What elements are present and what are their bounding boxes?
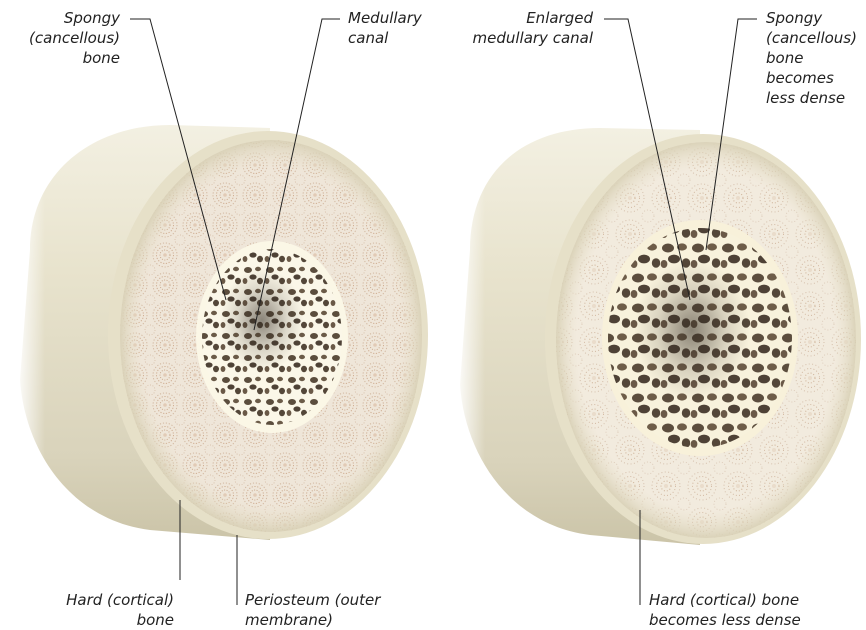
label-enlarged-medullary-canal: Enlarged medullary canal	[472, 8, 593, 48]
normal-medullary-canal	[220, 268, 304, 372]
label-periosteum: Periosteum (outer membrane)	[245, 590, 380, 630]
label-spongy-bone: Spongy (cancellous) bone	[29, 8, 120, 68]
label-hard-cortical-bone: Hard (cortical) bone	[66, 590, 174, 630]
osteoporotic-bone-section	[460, 128, 861, 545]
normal-bone-section	[20, 125, 428, 540]
label-spongy-less-dense: Spongy (cancellous) bone becomes less de…	[766, 8, 857, 108]
label-hard-less-dense: Hard (cortical) bone becomes less dense	[649, 590, 801, 630]
label-medullary-canal: Medullary canal	[348, 8, 422, 48]
osteoporotic-medullary-canal	[634, 260, 750, 400]
